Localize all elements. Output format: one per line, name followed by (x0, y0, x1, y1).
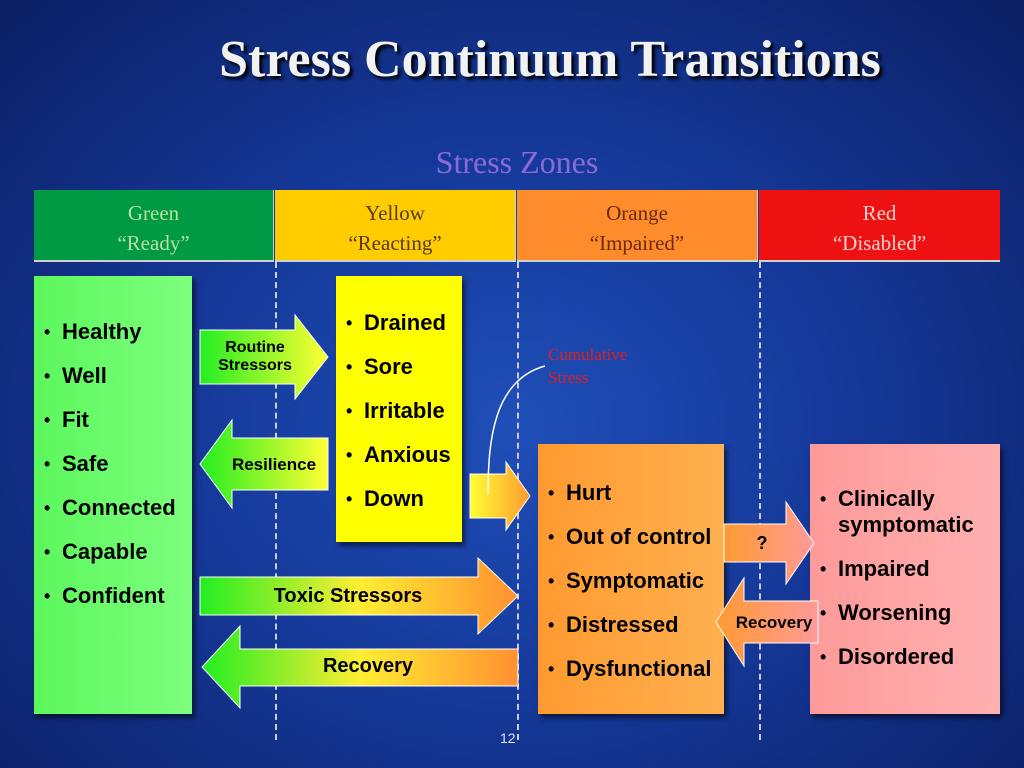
zone-orange-name: Orange (606, 201, 668, 225)
yellow-zone-item: Irritable (342, 398, 451, 424)
zone-green-header: Green “Ready” (34, 190, 274, 262)
yellow-zone-item: Down (342, 486, 451, 512)
stress-zones-heading: Stress Zones (435, 144, 599, 180)
cumulative-line2: Stress (548, 368, 589, 387)
zone-red-header: Red “Disabled” (759, 190, 1000, 262)
recovery-long-arrow (201, 624, 519, 710)
routine-label-line1: Routine (225, 339, 285, 356)
zone-green-label: “Ready” (117, 231, 190, 255)
green-zone-item: Connected (40, 495, 176, 521)
cumulative-line1: Cumulative (548, 345, 628, 364)
toxic-stressors-label: Toxic Stressors (273, 585, 423, 607)
page-number: 12 (500, 730, 516, 746)
orange-zone-item: Dysfunctional (544, 656, 711, 682)
zone-red-name: Red (862, 201, 897, 225)
yellow-zone-box: DrainedSoreIrritableAnxiousDown (336, 276, 462, 542)
zone-yellow-name: Yellow (365, 201, 425, 225)
resilience-arrow (199, 418, 329, 510)
zone-divider-1 (275, 262, 277, 740)
green-zone-item: Capable (40, 539, 176, 565)
orange-zone-item: Out of control (544, 524, 711, 550)
toxic-stressors-arrow (199, 556, 519, 636)
orange-zone-item: Symptomatic (544, 568, 711, 594)
zone-orange-header: Orange “Impaired” (517, 190, 758, 262)
orange-zone-item: Distressed (544, 612, 711, 638)
recovery-long-label: Recovery (322, 655, 414, 677)
resilience-label: Resilience (231, 455, 317, 474)
zone-yellow-header: Yellow “Reacting” (275, 190, 516, 262)
red-zone-item: Disordered (816, 644, 996, 670)
routine-stressors-label: Routine Stressors (200, 339, 310, 375)
yellow-to-orange-arrow (469, 460, 531, 532)
green-zone-item: Fit (40, 407, 176, 433)
zone-yellow-label: “Reacting” (348, 231, 442, 255)
green-zone-item: Healthy (40, 319, 176, 345)
question-arrow (723, 500, 815, 586)
recovery-short-arrow (715, 576, 819, 668)
red-zone-item: Clinically symptomatic (816, 486, 996, 538)
question-label: ? (756, 533, 768, 553)
routine-label-line2: Stressors (218, 357, 292, 374)
red-zone-box: Clinically symptomaticImpairedWorseningD… (810, 444, 1000, 714)
green-zone-box: HealthyWellFitSafeConnectedCapableConfid… (34, 276, 192, 714)
cumulative-stress-label: Cumulative Stress (548, 343, 688, 389)
red-zone-item: Worsening (816, 600, 996, 626)
routine-stressors-arrow (199, 313, 329, 401)
orange-zone-item: Hurt (544, 480, 711, 506)
zone-orange-label: “Impaired” (589, 231, 685, 255)
green-zone-list: HealthyWellFitSafeConnectedCapableConfid… (40, 319, 176, 627)
zone-red-label: “Disabled” (832, 231, 927, 255)
yellow-zone-list: DrainedSoreIrritableAnxiousDown (342, 310, 451, 530)
yellow-zone-item: Anxious (342, 442, 451, 468)
green-zone-item: Confident (40, 583, 176, 609)
yellow-zone-item: Drained (342, 310, 451, 336)
red-zone-list: Clinically symptomaticImpairedWorseningD… (816, 486, 996, 688)
orange-zone-box: HurtOut of controlSymptomaticDistressedD… (538, 444, 724, 714)
recovery-short-label: Recovery (735, 613, 813, 632)
green-zone-item: Well (40, 363, 176, 389)
slide-title: Stress Continuum Transitions (219, 31, 881, 88)
zone-green-name: Green (127, 201, 180, 225)
cumulative-stress-curve (487, 365, 546, 495)
red-zone-item: Impaired (816, 556, 996, 582)
zone-divider-3 (759, 262, 761, 740)
yellow-zone-item: Sore (342, 354, 451, 380)
orange-zone-list: HurtOut of controlSymptomaticDistressedD… (544, 480, 711, 700)
green-zone-item: Safe (40, 451, 176, 477)
